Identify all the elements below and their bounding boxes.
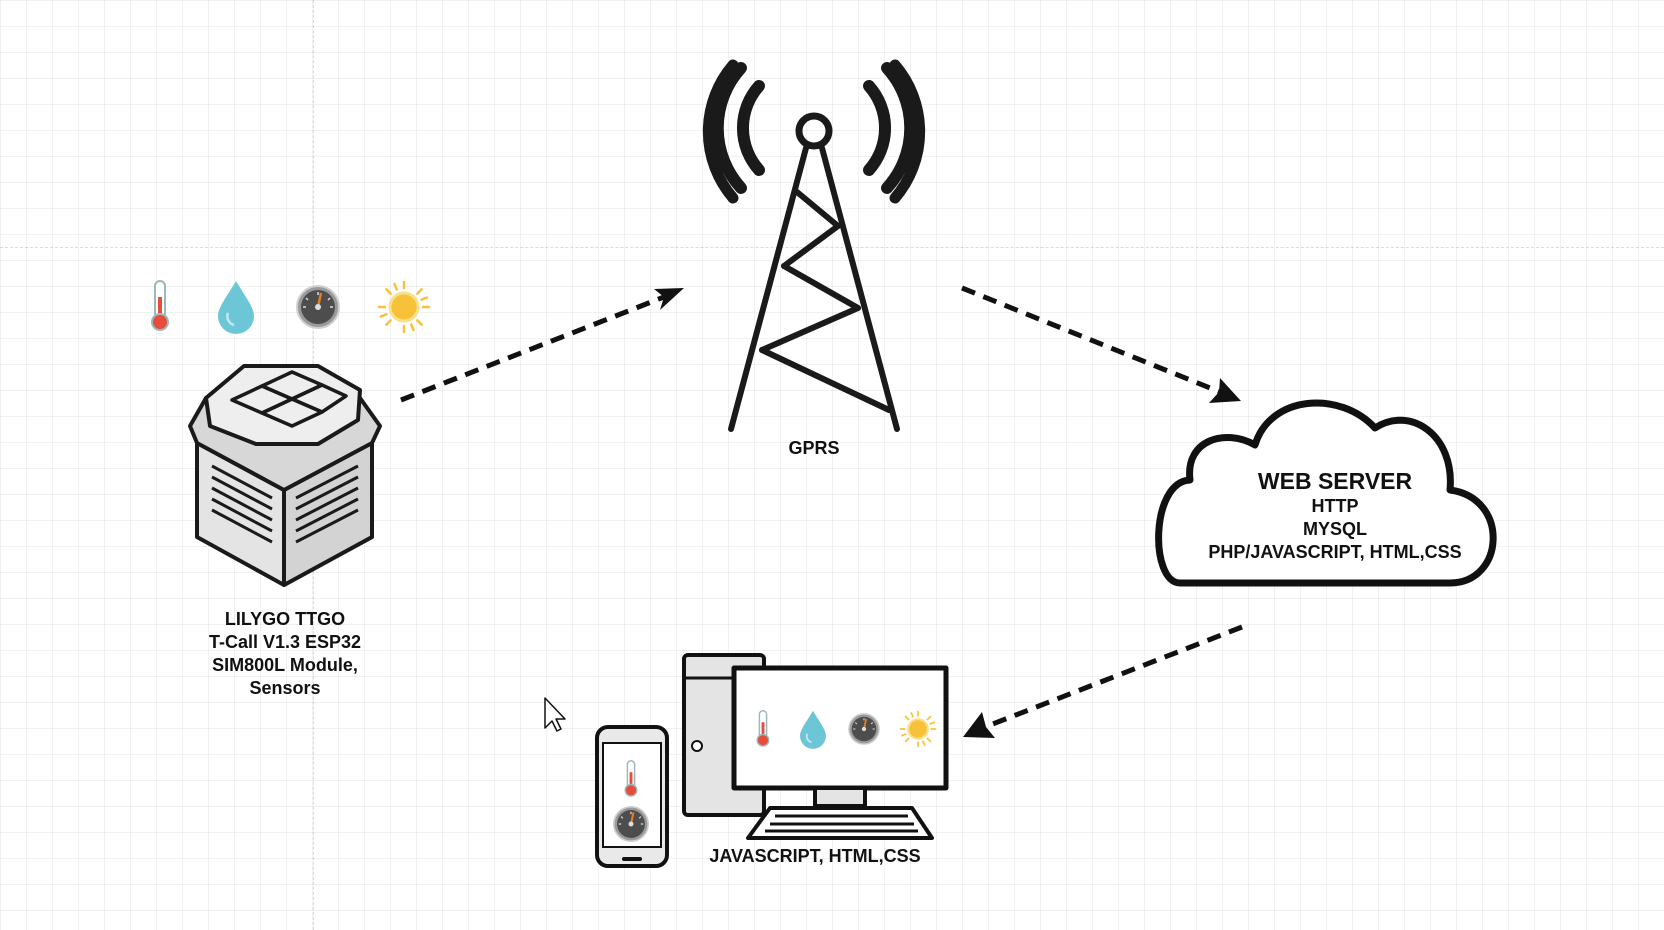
thermometer-icon [151,280,169,331]
water-drop-icon [216,279,256,336]
server-title: WEB SERVER [1257,468,1413,494]
client-label: JAVASCRIPT, HTML,CSS [709,846,921,866]
server-line: PHP/JAVASCRIPT, HTML,CSS [1208,542,1462,562]
gauge-icon [295,284,341,330]
server-line: HTTP [1311,496,1359,516]
device-label-line: SIM800L Module, [212,655,358,675]
weather-station-device-icon [188,364,382,587]
gprs-label: GPRS [788,438,840,458]
device-label-line: T-Call V1.3 ESP32 [208,632,362,652]
device-label: LILYGO TTGO T-Call V1.3 ESP32 SIM800L Mo… [160,608,410,700]
arrow-tower-to-server [961,285,1241,403]
monitor-thermometer-icon [756,709,770,747]
device-label-line: LILYGO TTGO [224,609,346,629]
arrow-device-to-tower [400,288,684,403]
horizontal-guide-line [0,247,1664,248]
device-label-line: Sensors [249,678,321,698]
phone-thermometer-icon [624,759,638,797]
sun-icon [377,280,431,334]
monitor-gauge-icon [847,712,881,746]
mouse-cursor-icon [544,697,566,732]
server-line: MYSQL [1302,519,1367,539]
cell-tower-icon [702,59,926,432]
desktop-computer-icon [682,653,949,840]
arrow-server-to-client [963,624,1243,738]
server-label: WEB SERVER HTTP MYSQL PHP/JAVASCRIPT, HT… [1160,467,1510,564]
cloud-icon [1155,399,1497,587]
phone-gauge-icon [612,805,650,843]
